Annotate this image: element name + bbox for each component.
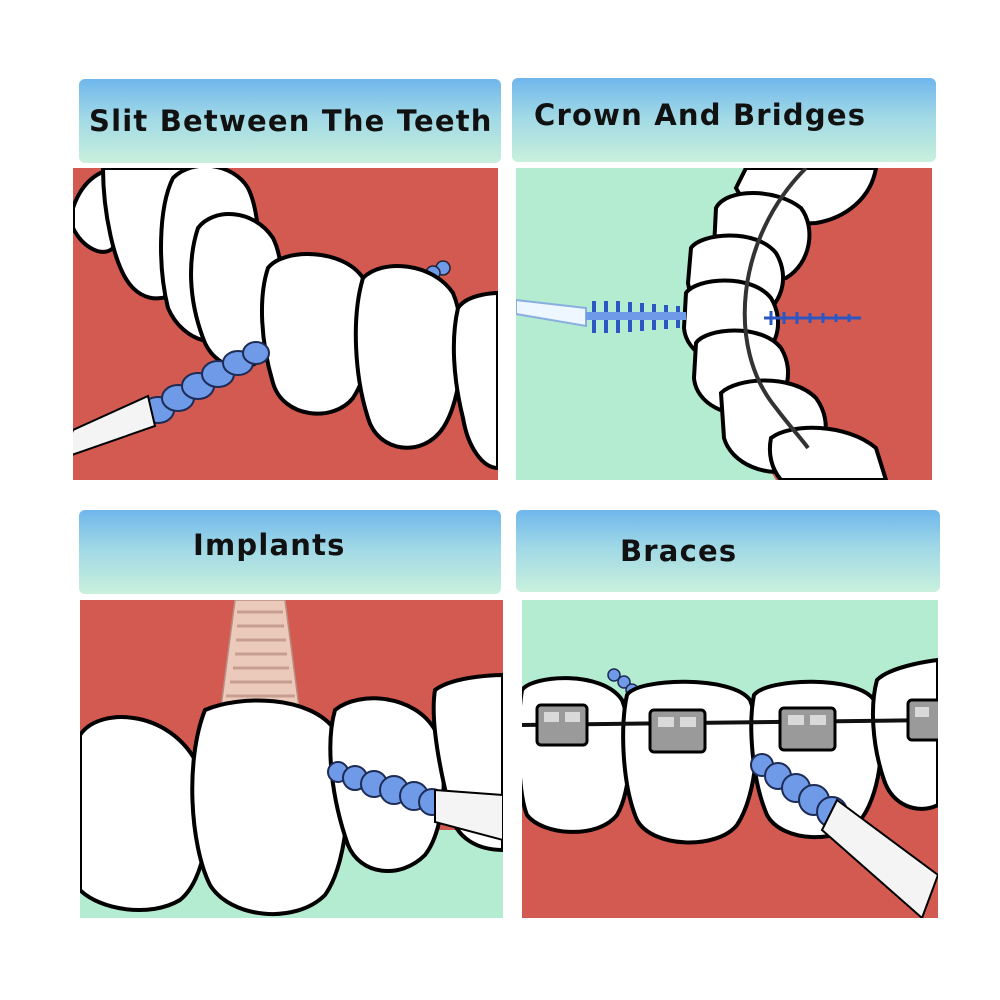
brush-handle bbox=[516, 298, 587, 328]
panel-title-text: Braces bbox=[620, 534, 738, 568]
panel-title-text: Implants bbox=[193, 528, 346, 562]
illustration-slit-between-teeth bbox=[73, 168, 498, 480]
brush-bristles bbox=[141, 341, 270, 424]
bracket-slots bbox=[544, 707, 929, 727]
brush-handle bbox=[73, 394, 157, 456]
arch-wire bbox=[522, 718, 938, 727]
panel-title-text: Crown And Bridges bbox=[534, 98, 867, 132]
panel-title-slit: Slit Between The Teeth bbox=[79, 79, 501, 163]
illustration-implants bbox=[80, 600, 503, 918]
brush-handle bbox=[434, 788, 503, 842]
teeth-column bbox=[681, 168, 889, 480]
floss-wire bbox=[742, 168, 810, 450]
illustration-crown-and-bridges bbox=[516, 168, 932, 480]
implant-screw bbox=[219, 600, 301, 716]
panel-title-text: Slit Between The Teeth bbox=[89, 104, 493, 138]
panel-title-crown: Crown And Bridges bbox=[512, 78, 936, 162]
teeth-row bbox=[73, 168, 498, 471]
brush-tip bbox=[764, 311, 861, 325]
brush-handle bbox=[820, 798, 938, 918]
panel-title-implants: Implants bbox=[79, 510, 501, 594]
brush-core bbox=[586, 312, 686, 320]
illustration-braces bbox=[522, 600, 938, 918]
panel-title-braces: Braces bbox=[516, 510, 940, 592]
brush-bristles bbox=[327, 761, 446, 816]
